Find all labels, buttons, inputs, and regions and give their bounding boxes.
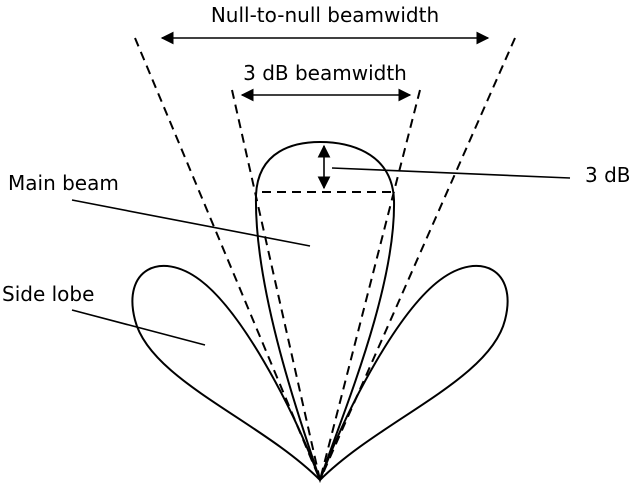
main-beam-leader-line — [71, 199, 311, 247]
half-power-line-left — [231, 89, 321, 481]
three-db-label: 3 dB — [585, 163, 631, 187]
side-lobe-label: Side lobe — [2, 282, 94, 306]
side-lobe-right — [319, 264, 509, 481]
null-line-right — [319, 37, 516, 481]
side-lobe-leader-line — [71, 309, 206, 346]
three-db-leader-line — [331, 167, 571, 179]
three-db-beamwidth-label: 3 dB beamwidth — [243, 61, 407, 85]
side-lobe-left — [131, 264, 321, 481]
main-beam-lobe — [254, 140, 396, 484]
main-beam-label: Main beam — [8, 171, 119, 195]
null-to-null-label: Null-to-null beamwidth — [211, 3, 439, 27]
half-power-line-right — [319, 89, 421, 481]
null-line-left — [134, 37, 321, 481]
